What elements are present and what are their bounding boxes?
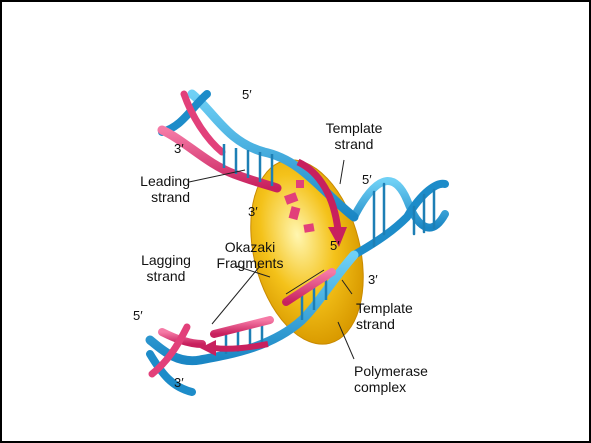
label-okazaki-fragments: Okazaki Fragments	[210, 239, 290, 271]
label-leading-3prime: 3′	[248, 204, 258, 220]
lagging-arrow	[214, 344, 268, 349]
label-template-3prime: 3′	[368, 272, 378, 288]
label-center-5prime: 5′	[330, 238, 340, 254]
label-lagging-3prime: 3′	[174, 375, 184, 391]
label-lagging-strand: Lagging strand	[132, 252, 200, 284]
label-leading-strand: Leading strand	[120, 173, 190, 205]
label-template-strand-bottom: Template strand	[356, 300, 413, 332]
label-lagging-5prime: 5′	[133, 308, 143, 324]
label-top-3prime: 3′	[174, 141, 184, 157]
label-top-5prime: 5′	[242, 87, 252, 103]
parental-helix	[354, 181, 445, 255]
label-parent-5prime: 5′	[362, 172, 372, 188]
label-polymerase-complex: Polymerase complex	[354, 363, 428, 395]
label-template-strand-top: Template strand	[320, 120, 388, 152]
